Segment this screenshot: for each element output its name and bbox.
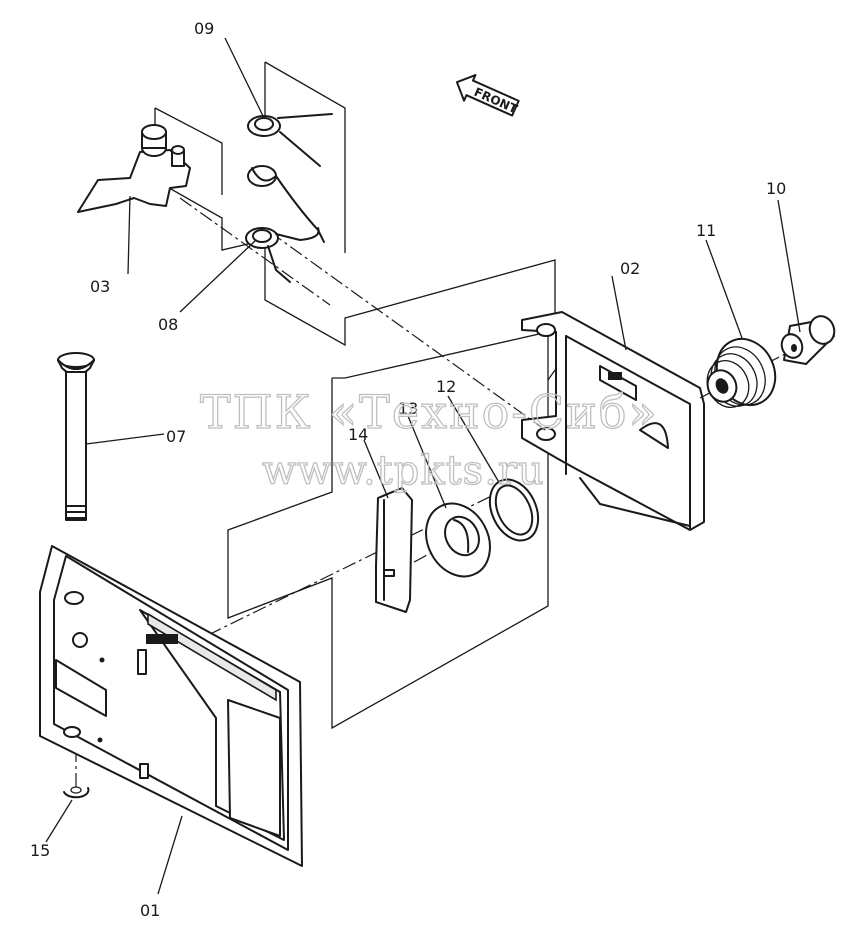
label-10: 10 (766, 179, 786, 198)
washer-12 (488, 478, 540, 542)
bolt-07 (57, 352, 95, 521)
front-label: FRONT (472, 85, 520, 117)
label-08: 08 (158, 315, 178, 334)
part-labels: 09 03 08 02 11 10 12 13 14 07 15 01 (30, 19, 786, 920)
lever-03 (77, 124, 191, 213)
bracket-plate-02 (521, 311, 705, 531)
cover-01 (39, 545, 303, 867)
label-12: 12 (436, 377, 456, 396)
label-02: 02 (620, 259, 640, 278)
label-01: 01 (140, 901, 160, 920)
spring-09 (247, 113, 333, 243)
latch-14 (375, 487, 413, 613)
bushing-11 (706, 337, 777, 408)
watermark-line-1: ТПК «Техно-Сиб» (200, 385, 659, 439)
spring-08 (245, 227, 320, 283)
pin-10 (780, 315, 836, 365)
label-03: 03 (90, 277, 110, 296)
label-15: 15 (30, 841, 50, 860)
label-07: 07 (166, 427, 186, 446)
label-09: 09 (194, 19, 214, 38)
label-13: 13 (398, 399, 418, 418)
label-11: 11 (696, 221, 716, 240)
clip-15 (63, 786, 90, 799)
front-arrow: FRONT (455, 74, 520, 117)
watermark-line-2: www.tpkts.ru (262, 448, 545, 494)
label-14: 14 (348, 425, 368, 444)
lower-plane (227, 331, 556, 730)
watermark: ТПК «Техно-Сиб» www.tpkts.ru (199, 384, 659, 494)
leader-lines (45, 37, 801, 895)
nut-13 (425, 502, 491, 578)
